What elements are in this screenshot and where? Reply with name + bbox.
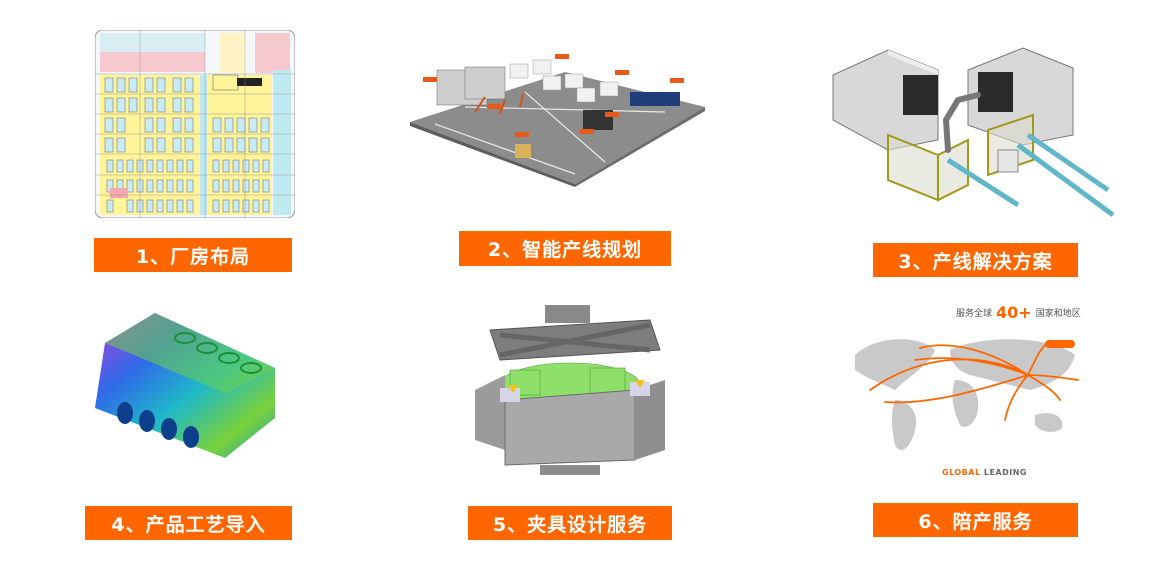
tile-label-factory-layout: 1、厂房布局 [94, 238, 292, 272]
tile-label-production-support: 6、陪产服务 [873, 503, 1078, 537]
tile-label-production-line-solution: 3、产线解决方案 [873, 243, 1078, 277]
service-countries-caption: 服务全球 40+ 国家和地区 [956, 303, 1081, 322]
caption-number: 40+ [996, 303, 1032, 322]
global-leading-caption: GLOBAL LEADING [942, 468, 1027, 477]
product-process-image [75, 308, 295, 468]
fixture-design-image [470, 300, 670, 480]
caption-prefix: 服务全球 [956, 309, 993, 319]
smart-line-planning-image [405, 52, 710, 187]
tile-label-fixture-design: 5、夹具设计服务 [468, 506, 672, 540]
global-service-map-image [850, 330, 1085, 455]
production-line-solution-image [828, 40, 1120, 225]
tile-label-smart-line-planning: 2、智能产线规划 [459, 231, 671, 266]
factory-layout-image [95, 30, 295, 218]
leading-word: LEADING [980, 468, 1027, 477]
global-word: GLOBAL [942, 468, 981, 477]
tile-label-product-process: 4、产品工艺导入 [85, 506, 292, 540]
caption-suffix: 国家和地区 [1035, 309, 1081, 319]
